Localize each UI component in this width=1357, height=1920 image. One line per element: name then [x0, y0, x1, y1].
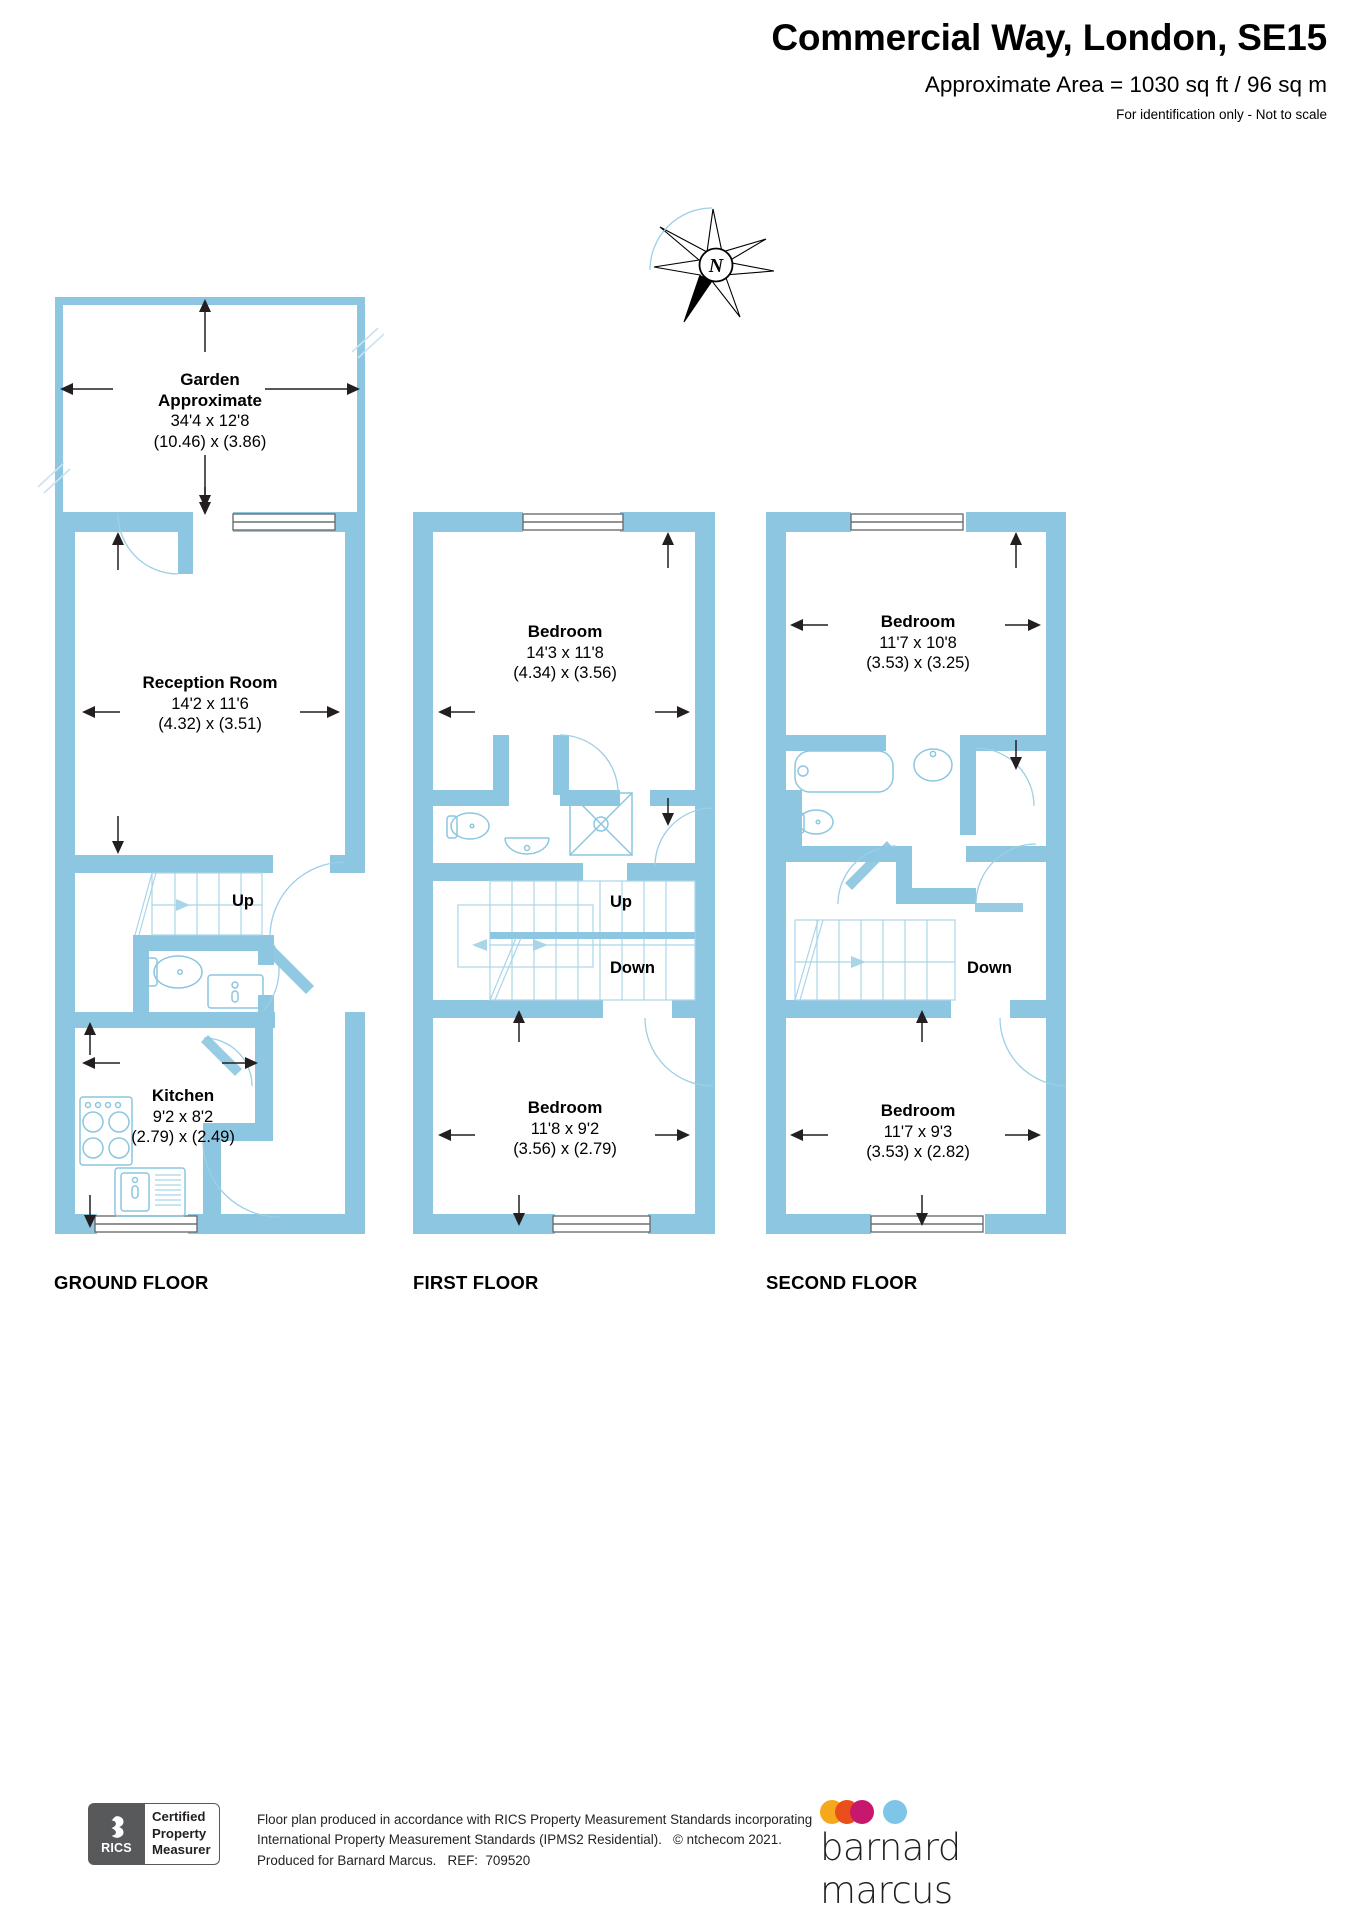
- footer-disclaimer: Floor plan produced in accordance with R…: [257, 1810, 812, 1871]
- kitchen-dim-imperial: 9'2 x 8'2: [152, 1107, 214, 1126]
- first-bedroom-front-dim-metric: (4.34) x (3.56): [513, 663, 617, 682]
- barnard-marcus-logo: barnard marcus: [820, 1800, 1050, 1912]
- reception-dim-metric: (4.32) x (3.51): [158, 714, 262, 733]
- room-label-reception: Reception Room 14'2 x 11'6 (4.32) x (3.5…: [100, 673, 320, 734]
- garden-name-2: Approximate: [158, 390, 262, 410]
- first-bedroom-front-name: Bedroom: [527, 622, 603, 641]
- rics-line-3: Measurer: [152, 1842, 211, 1858]
- garden-dim-imperial: 34'4 x 12'8: [170, 412, 250, 431]
- kitchen-name: Kitchen: [151, 1086, 215, 1105]
- room-label-second-bedroom-rear: Bedroom 11'7 x 9'3 (3.53) x (2.82): [808, 1101, 1028, 1162]
- rics-emblem-icon: [111, 1815, 123, 1838]
- approximate-area: Approximate Area = 1030 sq ft / 96 sq m: [924, 71, 1327, 97]
- first-bedroom-rear-dim-metric: (3.56) x (2.79): [513, 1139, 617, 1158]
- scale-notice: For identification only - Not to scale: [1116, 107, 1327, 123]
- compass-pointer: [684, 275, 712, 322]
- rics-certified-badge: RICS Certified Property Measurer: [88, 1803, 220, 1865]
- first-floor-plan: [413, 207, 715, 1234]
- compass-rose: N: [648, 205, 778, 325]
- floor-caption-ground: GROUND FLOOR: [54, 1272, 209, 1293]
- room-label-second-bedroom-front: Bedroom 11'7 x 10'8 (3.53) x (3.25): [808, 612, 1028, 673]
- garden-dim-metric: (10.46) x (3.86): [153, 432, 267, 451]
- second-bedroom-rear-dim-imperial: 11'7 x 9'3: [883, 1122, 953, 1141]
- rics-certified-text: Certified Property Measurer: [145, 1803, 220, 1865]
- rics-wordmark: RICS: [101, 1840, 132, 1855]
- rics-line-1: Certified: [152, 1808, 206, 1824]
- brand-dot-magenta: [850, 1800, 874, 1824]
- disclaimer-line-2: International Property Measurement Stand…: [257, 1832, 782, 1848]
- second-bedroom-rear-dim-metric: (3.53) x (2.82): [866, 1142, 970, 1161]
- room-label-first-bedroom-front: Bedroom 14'3 x 11'8 (4.34) x (3.56): [455, 622, 675, 683]
- page-title: Commercial Way, London, SE15: [771, 17, 1327, 58]
- second-floor-stairs: [794, 919, 956, 1001]
- rics-logo-block: RICS: [88, 1803, 145, 1865]
- stair-label-first-down: Down: [610, 959, 655, 977]
- stair-label-ground-up: Up: [232, 892, 254, 910]
- second-floor-bathroom-fixtures: [794, 748, 953, 835]
- second-bedroom-front-dim-metric: (3.53) x (3.25): [866, 653, 970, 672]
- floor-caption-second: SECOND FLOOR: [766, 1272, 918, 1293]
- brand-dots-icon: [820, 1800, 1050, 1824]
- garden-name: Garden: [180, 370, 240, 389]
- compass-letter: N: [708, 255, 725, 277]
- room-label-garden: Garden Approximate 34'4 x 12'8 (10.46) x…: [110, 370, 310, 452]
- first-floor-bathroom-fixtures: [446, 792, 633, 856]
- second-bedroom-front-name: Bedroom: [880, 612, 956, 631]
- first-floor-stairs: [457, 880, 696, 1001]
- first-bedroom-rear-name: Bedroom: [527, 1098, 603, 1117]
- floor-caption-first: FIRST FLOOR: [413, 1272, 539, 1293]
- brand-name: barnard marcus: [820, 1826, 961, 1912]
- header: Commercial Way, London, SE15 Approximate…: [0, 0, 1357, 123]
- disclaimer-line-1: Floor plan produced in accordance with R…: [257, 1812, 813, 1827]
- first-bedroom-front-dim-imperial: 14'3 x 11'8: [526, 643, 604, 662]
- ground-floor-wc-fixtures: [144, 955, 264, 1009]
- reception-name: Reception Room: [142, 673, 278, 692]
- first-bedroom-rear-dim-imperial: 11'8 x 9'2: [530, 1119, 600, 1138]
- rics-line-2: Property: [152, 1825, 207, 1841]
- room-label-kitchen: Kitchen 9'2 x 8'2 (2.79) x (2.49): [63, 1086, 303, 1147]
- second-bedroom-rear-name: Bedroom: [880, 1101, 956, 1120]
- room-label-first-bedroom-rear: Bedroom 11'8 x 9'2 (3.56) x (2.79): [455, 1098, 675, 1159]
- reception-dim-imperial: 14'2 x 11'6: [171, 694, 249, 713]
- brand-dot-blue: [883, 1800, 907, 1824]
- stair-label-first-up: Up: [610, 893, 632, 911]
- disclaimer-line-3: Produced for Barnard Marcus. REF: 709520: [257, 1852, 531, 1868]
- second-bedroom-front-dim-imperial: 11'7 x 10'8: [879, 633, 957, 652]
- kitchen-dim-metric: (2.79) x (2.49): [131, 1127, 235, 1146]
- stair-label-second-down: Down: [967, 959, 1012, 977]
- second-floor-door-swings: [837, 747, 1067, 1087]
